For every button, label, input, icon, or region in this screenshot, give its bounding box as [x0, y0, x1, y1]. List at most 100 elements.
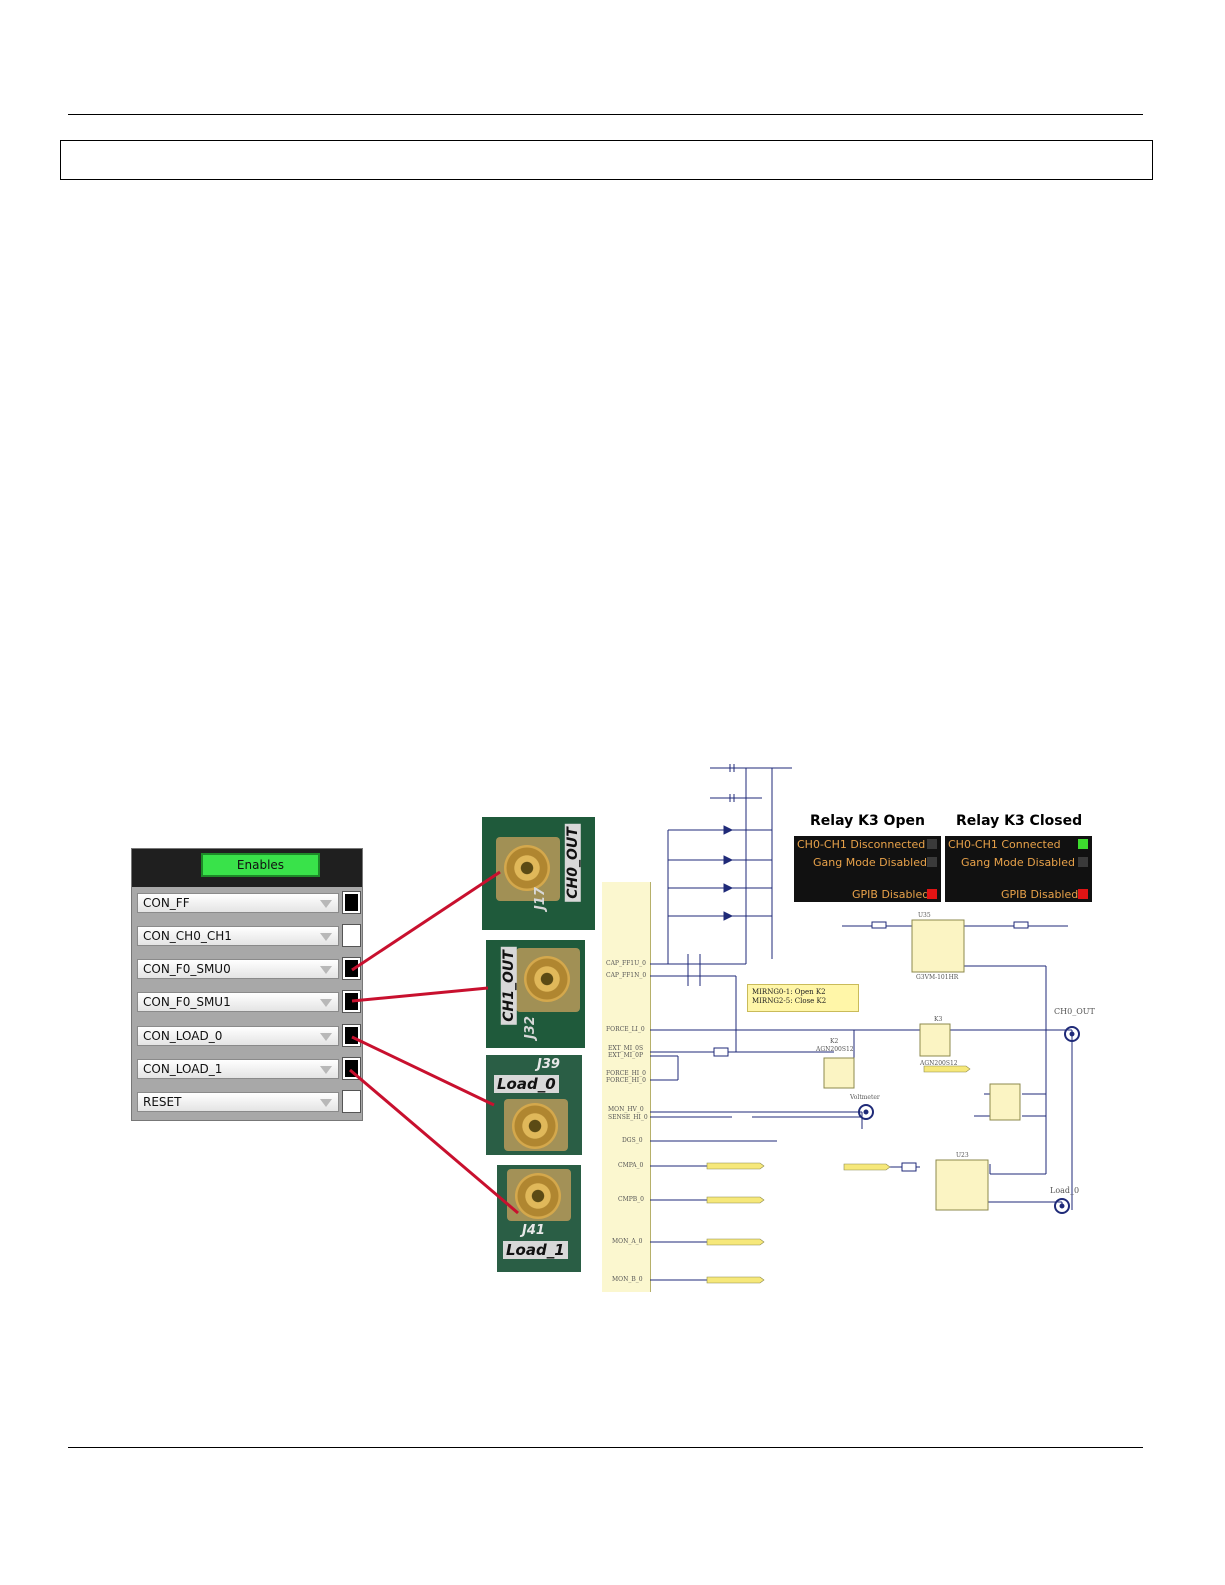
con-ch0-ch1-checkbox[interactable] [342, 924, 361, 947]
photo-j17-ref: J17 [532, 887, 548, 910]
sidebar-label: MON_B_0 [612, 1276, 643, 1283]
chevron-down-icon [320, 1099, 332, 1107]
con-ff-select[interactable]: CON_FF [137, 893, 339, 913]
sma-connector-icon [512, 1103, 558, 1149]
sidebar-label: FORCE_HI_0 [606, 1070, 646, 1077]
sidebar-label: DGS_0 [622, 1137, 643, 1144]
select-label: CON_FF [143, 896, 190, 910]
ch0-out-label: CH0_OUT [1054, 1007, 1095, 1016]
schematic-wires [650, 764, 1080, 1284]
enable-row-con-ch0-ch1: CON_CH0_CH1 [135, 922, 361, 951]
photo-j41-ref: J41 [522, 1223, 545, 1238]
chevron-down-icon [320, 999, 332, 1007]
open-led-2 [927, 857, 937, 867]
open-status-line-2: Gang Mode Disabled [813, 856, 927, 869]
open-status-line-3: GPIB Disabled [852, 888, 930, 901]
enable-row-con-load-0: CON_LOAD_0 [135, 1022, 361, 1051]
schematic-note: MIRNG0-1: Open K2 MIRNG2-5: Close K2 [747, 984, 859, 1012]
con-load-0-select[interactable]: CON_LOAD_0 [137, 1026, 339, 1046]
chevron-down-icon [320, 966, 332, 974]
part-k2-type: AGN200S12 [816, 1046, 854, 1053]
relay-k3-open-title: Relay K3 Open [810, 813, 925, 829]
con-load-1-checkbox[interactable] [342, 1057, 361, 1080]
enables-button[interactable]: Enables [201, 853, 320, 877]
enable-row-con-f0-smu1: CON_F0_SMU1 [135, 988, 361, 1017]
part-k3-type: AGN200S12 [920, 1060, 958, 1067]
sidebar-label: FORCE_LI_0 [606, 1026, 645, 1033]
sidebar-label: EXT_MI_0S [608, 1045, 644, 1052]
enable-row-con-f0-smu0: CON_F0_SMU0 [135, 955, 361, 984]
line-con-f0-smu0-j17 [351, 870, 501, 972]
chevron-down-icon [320, 933, 332, 941]
photo-j39-name: Load_0 [494, 1075, 559, 1093]
chevron-down-icon [320, 1033, 332, 1041]
select-label: CON_LOAD_0 [143, 1029, 223, 1043]
open-led-1 [927, 839, 937, 849]
photo-j32: CH1_OUT J32 [486, 940, 585, 1048]
open-status-line-1: CH0-CH1 Disconnected [797, 838, 926, 851]
schematic: CAP_FF1U_0 CAP_FF1N_0 FORCE_LI_0 EXT_MI_… [602, 754, 1095, 1292]
note-line-1: MIRNG0-1: Open K2 [752, 988, 826, 996]
photo-j39-ref: J39 [537, 1057, 560, 1072]
photo-j32-ref: J32 [522, 1016, 538, 1039]
select-label: CON_LOAD_1 [143, 1062, 223, 1076]
enables-panel-header: Enables [132, 849, 362, 887]
chevron-down-icon [320, 900, 332, 908]
note-line-2: MIRNG2-5: Close K2 [752, 997, 827, 1005]
sma-connector-icon [524, 956, 570, 1002]
photo-j32-name: CH1_OUT [500, 947, 517, 1025]
photo-j41-name: Load_1 [503, 1241, 568, 1259]
sidebar-label: SENSE_HI_0 [608, 1114, 648, 1121]
sidebar-label: CMPB_0 [618, 1196, 644, 1203]
line-con-f0-smu1-j32 [351, 986, 489, 1003]
photo-j39: J39 Load_0 [486, 1055, 582, 1155]
photo-j41: J41 Load_1 [497, 1165, 581, 1272]
open-led-3 [927, 889, 937, 899]
reset-select[interactable]: RESET [137, 1092, 339, 1112]
part-k2: K2 [830, 1038, 839, 1045]
relay-k3-closed-title: Relay K3 Closed [956, 813, 1083, 829]
enable-row-reset: RESET [135, 1088, 361, 1117]
con-load-0-checkbox[interactable] [342, 1024, 361, 1047]
closed-led-3 [1078, 889, 1088, 899]
load-0-label: Load_0 [1050, 1186, 1080, 1195]
con-f0-smu0-checkbox[interactable] [342, 957, 361, 980]
closed-status-line-2: Gang Mode Disabled [961, 856, 1075, 869]
sma-connector-icon [504, 845, 550, 891]
select-label: CON_F0_SMU0 [143, 962, 231, 976]
line-con-load-0-j39 [351, 1035, 495, 1107]
voltmeter-label: Voltmeter [850, 1094, 880, 1101]
photo-j17-name: CH0_OUT [564, 824, 581, 902]
enable-row-con-load-1: CON_LOAD_1 [135, 1055, 361, 1084]
sidebar-label: CMPA_0 [618, 1162, 644, 1169]
sma-connector-icon [515, 1173, 561, 1219]
chevron-down-icon [320, 1066, 332, 1074]
sidebar-label: CAP_FF1N_0 [606, 972, 647, 979]
con-ff-checkbox[interactable] [342, 891, 361, 914]
relay-titles: Relay K3 Open Relay K3 Closed [792, 812, 1092, 834]
enables-panel: Enables CON_FF CON_CH0_CH1 CON_F0_SMU0 C… [131, 848, 363, 1121]
part-k3: K3 [934, 1016, 943, 1023]
con-f0-smu1-select[interactable]: CON_F0_SMU1 [137, 992, 339, 1012]
con-ch0-ch1-select[interactable]: CON_CH0_CH1 [137, 926, 339, 946]
sidebar-label: FORCE_HI_0 [606, 1077, 646, 1084]
sidebar-label: MON_HV_0 [608, 1106, 644, 1113]
relay-k3-closed-panel: CH0-CH1 Connected Gang Mode Disabled GPI… [945, 836, 1092, 902]
sidebar-label: MON_A_0 [612, 1238, 643, 1245]
enable-row-con-ff: CON_FF [135, 889, 361, 918]
relay-k3-open-panel: CH0-CH1 Disconnected Gang Mode Disabled … [794, 836, 941, 902]
select-label: CON_CH0_CH1 [143, 929, 232, 943]
con-f0-smu0-select[interactable]: CON_F0_SMU0 [137, 959, 339, 979]
con-f0-smu1-checkbox[interactable] [342, 990, 361, 1013]
reset-checkbox[interactable] [342, 1090, 361, 1113]
header-box [60, 140, 1153, 180]
photo-j17: J17 CH0_OUT [482, 817, 595, 930]
part-u35-type: G3VM-101HR [916, 974, 959, 981]
header-rule [68, 114, 1143, 115]
closed-status-line-3: GPIB Disabled [1001, 888, 1079, 901]
con-load-1-select[interactable]: CON_LOAD_1 [137, 1059, 339, 1079]
closed-status-line-1: CH0-CH1 Connected [948, 838, 1061, 851]
closed-led-1 [1078, 839, 1088, 849]
schematic-sidebar [602, 882, 651, 1292]
part-u23: U23 [956, 1152, 969, 1159]
